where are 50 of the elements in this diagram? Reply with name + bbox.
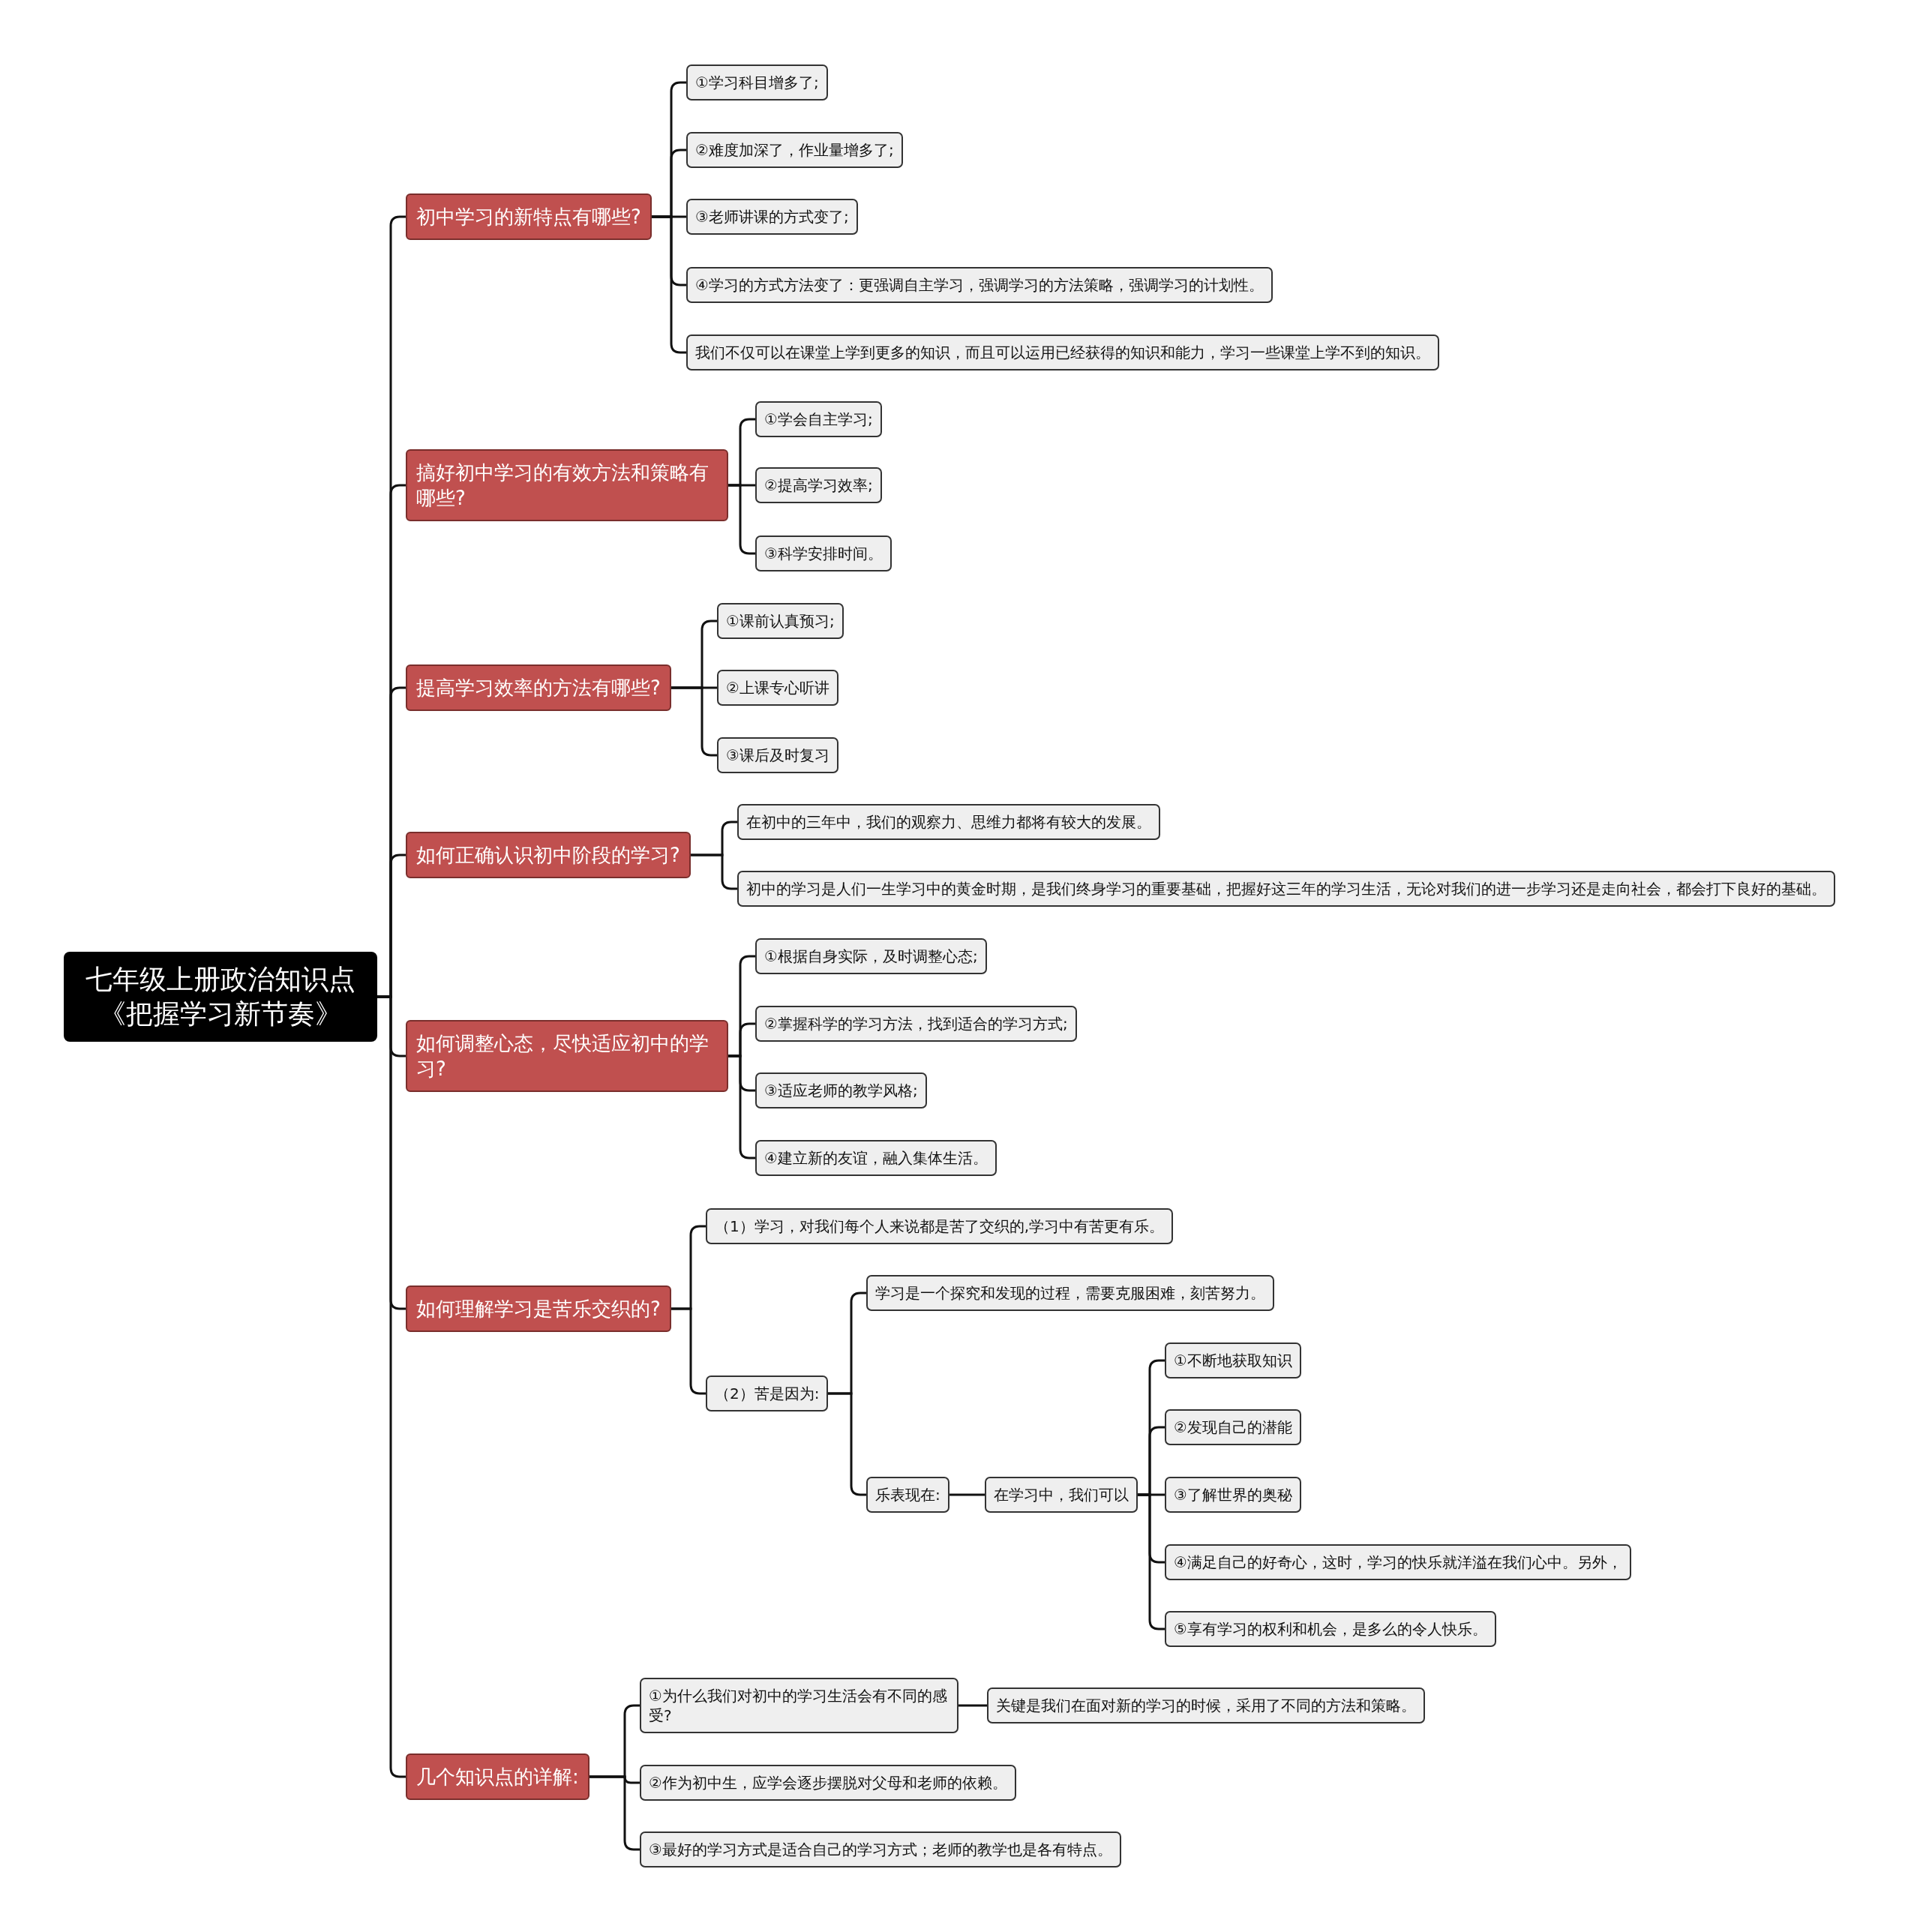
connector-line [958, 1704, 987, 1707]
connector-line [691, 854, 737, 890]
subtopic-box: 关键是我们在面对新的学习的时候，采用了不同的方法和策略。 [987, 1688, 1425, 1724]
subtopic-box: ①不断地获取知识 [1165, 1342, 1301, 1378]
subtopic-box: 我们不仅可以在课堂上学到更多的知识，而且可以运用已经获得的知识和能力，学习一些课堂上学不到的知识。 [686, 334, 1439, 370]
connector-line [950, 1493, 985, 1496]
subtopic-box: ②上课专心听讲 [717, 670, 838, 706]
subtopic-box: ③了解世界的奥秘 [1165, 1477, 1301, 1513]
connector-line [728, 484, 755, 555]
connector-line [828, 1392, 866, 1496]
subtopic-box: ①课前认真预习; [717, 603, 844, 639]
subtopic-box: ①根据自身实际，及时调整心态; [755, 938, 987, 974]
subtopic-box: 乐表现在: [866, 1477, 950, 1513]
subtopic-box: ②发现自己的潜能 [1165, 1409, 1301, 1445]
topic-box: 如何理解学习是苦乐交织的? [406, 1286, 671, 1332]
subtopic-box: ③适应老师的教学风格; [755, 1072, 927, 1108]
subtopic-box: ②提高学习效率; [755, 467, 882, 503]
subtopic-box: ①学会自主学习; [755, 401, 882, 437]
subtopic-box: ③科学安排时间。 [755, 536, 892, 572]
subtopic-box: 学习是一个探究和发现的过程，需要克服困难，刻苦努力。 [866, 1275, 1274, 1311]
topic-box: 提高学习效率的方法有哪些? [406, 664, 671, 711]
subtopic-box: 在学习中，我们可以 [985, 1477, 1138, 1513]
subtopic-box: 初中的学习是人们一生学习中的黄金时期，是我们终身学习的重要基础，把握好这三年的学习生活，无论对我们的进一步学习还是走向社会，都会打下良好的基础。 [737, 871, 1835, 907]
subtopic-box: （1）学习，对我们每个人来说都是苦了交织的,学习中有苦更有乐。 [706, 1208, 1174, 1244]
subtopic-box: ②掌握科学的学习方法，找到适合的学习方式; [755, 1006, 1077, 1042]
subtopic-box: ④满足自己的好奇心，这时，学习的快乐就洋溢在我们心中。另外， [1165, 1544, 1631, 1580]
subtopic-box: ③最好的学习方式是适合自己的学习方式；老师的教学也是各有特点。 [640, 1832, 1121, 1868]
root-topic-box: 七年级上册政治知识点《把握学习新节奏》 [64, 952, 377, 1042]
connector-line [671, 1307, 706, 1395]
connector-line [1138, 1493, 1165, 1630]
subtopic-box: ⑤享有学习的权利和机会，是多么的令人快乐。 [1165, 1611, 1496, 1647]
subtopic-box: 在初中的三年中，我们的观察力、思维力都将有较大的发展。 [737, 804, 1160, 840]
subtopic-box: ④建立新的友谊，融入集体生活。 [755, 1140, 997, 1176]
topic-box: 如何正确认识初中阶段的学习? [406, 832, 691, 878]
subtopic-box: ③老师讲课的方式变了; [686, 199, 858, 235]
connector-line [728, 1054, 755, 1160]
subtopic-box: （2）苦是因为: [706, 1376, 829, 1412]
subtopic-box: ③课后及时复习 [717, 737, 838, 773]
subtopic-box: ①学习科目增多了; [686, 64, 828, 100]
subtopic-box: ④学习的方式方法变了：更强调自主学习，强调学习的方法策略，强调学习的计划性。 [686, 267, 1273, 303]
subtopic-box: ②作为初中生，应学会逐步摆脱对父母和老师的依赖。 [640, 1765, 1016, 1801]
connector-line [652, 215, 686, 354]
topic-box: 几个知识点的详解: [406, 1754, 590, 1800]
subtopic-box: ①为什么我们对初中的学习生活会有不同的感受? [640, 1678, 958, 1733]
topic-box: 搞好初中学习的有效方法和策略有哪些? [406, 449, 728, 521]
topic-box: 初中学习的新特点有哪些? [406, 194, 652, 240]
connector-line [590, 1775, 640, 1851]
subtopic-box: ②难度加深了，作业量增多了; [686, 132, 903, 168]
connector-line [671, 686, 717, 757]
topic-box: 如何调整心态，尽快适应初中的学习? [406, 1020, 728, 1092]
